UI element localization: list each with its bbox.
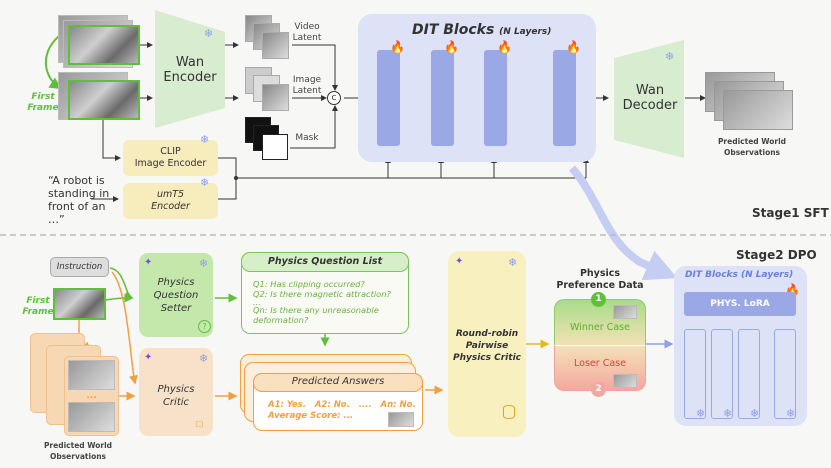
- average-score: Average Score: ...: [268, 411, 354, 421]
- answers-thumbnail: [388, 412, 414, 427]
- winner-thumbnail: [613, 305, 637, 319]
- checklist-icon: ☐: [196, 420, 204, 429]
- dit-subtitle-text: (N Layers): [499, 27, 552, 37]
- dit-block-1: [377, 50, 400, 146]
- frozen-dit-layer-n: [774, 329, 796, 419]
- dit-block-n: [553, 50, 576, 146]
- stage2-first-frame: [53, 288, 106, 320]
- physics-critic-label: Physics Critic: [157, 384, 195, 408]
- clip-image-encoder: CLIP Image Encoder: [123, 140, 218, 176]
- preference-data-title: Physics Preference Data: [556, 268, 644, 291]
- question-item: Q2: Is there magnetic attraction?: [253, 288, 391, 299]
- stage1-label: Stage1 SFT: [752, 206, 829, 220]
- stage2-label: Stage2 DPO: [736, 248, 817, 262]
- winner-rank-badge: 1: [591, 292, 606, 307]
- dit-block-3: [484, 50, 507, 146]
- predicted-frame-3: [723, 90, 793, 130]
- wan-decoder-shape: [614, 40, 684, 158]
- obs-frame-top: [68, 360, 115, 390]
- question-item: Q1: Has clipping occurred?: [253, 279, 365, 289]
- stage2-first-frame-label: First Frame: [22, 296, 54, 317]
- umt5-encoder: umT5 Encoder: [123, 183, 218, 219]
- wan-encoder-shape: [155, 10, 225, 128]
- predicted-answers-title: Predicted Answers: [253, 373, 423, 392]
- obs-ellipsis: ...: [86, 391, 97, 401]
- loser-rank-badge: 2: [591, 382, 606, 397]
- frozen-dit-layer-1: [684, 329, 706, 419]
- frozen-snowflake-icon: ❄: [665, 50, 675, 63]
- trainable-flame-icon: 🔥: [566, 40, 581, 54]
- dit-title-text: DIT Blocks: [412, 22, 495, 38]
- phys-lora-block: PHYS. LoRA: [684, 292, 796, 316]
- question-item: Qn: Is there any unreasonable deformatio…: [253, 305, 379, 325]
- loser-thumbnail: [613, 374, 637, 388]
- image-latent-label: Image Latent: [292, 75, 322, 96]
- trainable-flame-icon: 🔥: [390, 40, 405, 54]
- question-mark-icon: ?: [198, 320, 211, 333]
- frozen-dit-layer-2: [711, 329, 733, 419]
- wan-encoder-label: Wan Encoder: [163, 55, 217, 85]
- frozen-snowflake-icon: ❄: [696, 407, 706, 420]
- video-latent-label: Video Latent: [292, 22, 322, 43]
- stage2-predicted-obs-label: Predicted World Observations: [43, 441, 113, 461]
- mask-3: [262, 134, 288, 160]
- frozen-snowflake-icon: ❄: [200, 176, 210, 189]
- model-logo-icon: ✦: [144, 257, 153, 268]
- database-icon: [503, 405, 515, 419]
- video-latent-3: [262, 32, 289, 59]
- frozen-snowflake-icon: ❄: [723, 407, 733, 420]
- model-logo-icon: ✦: [144, 352, 153, 363]
- loser-case-label: Loser Case: [574, 358, 626, 369]
- frozen-snowflake-icon: ❄: [199, 352, 209, 365]
- question-setter-label: Physics Question Setter: [153, 277, 199, 314]
- first-frame-label: First Frame: [27, 92, 59, 113]
- model-logo-icon: ✦: [455, 256, 464, 267]
- frozen-snowflake-icon: ❄: [786, 407, 796, 420]
- predicted-world-obs-label: Predicted World Observations: [717, 137, 787, 157]
- dit-blocks-title: DIT Blocks (N Layers): [412, 22, 551, 38]
- first-frame-image: [68, 80, 140, 120]
- frozen-snowflake-icon: ❄: [200, 133, 210, 146]
- predicted-answers-line: A1: Yes. A2: No. .... An: No.: [268, 400, 416, 410]
- instruction-bubble: Instruction: [50, 257, 109, 277]
- frozen-snowflake-icon: ❄: [199, 257, 209, 270]
- frozen-snowflake-icon: ❄: [508, 256, 518, 269]
- image-latent-3: [262, 84, 289, 111]
- round-robin-label: Round-robin Pairwise Physics Critic: [453, 329, 521, 363]
- wan-decoder-label: Wan Decoder: [622, 83, 678, 113]
- concat-operator: c: [327, 91, 341, 105]
- trainable-flame-icon: 🔥: [444, 40, 459, 54]
- dit-block-2: [431, 50, 454, 146]
- frozen-snowflake-icon: ❄: [750, 407, 760, 420]
- video-frame-front: [68, 25, 140, 65]
- question-list-items: Q1: Has clipping occurred? Q2: Is there …: [253, 279, 403, 325]
- obs-frame-bottom: [68, 402, 115, 432]
- mask-label: Mask: [295, 133, 319, 143]
- physics-critic: [139, 348, 213, 436]
- question-item: ...: [253, 297, 261, 307]
- frozen-snowflake-icon: ❄: [204, 27, 214, 40]
- text-prompt: “A robot is standing in front of an …”: [48, 174, 110, 226]
- stage2-dit-title: DIT Blocks (N Layers): [685, 270, 794, 280]
- frozen-dit-layer-3: [738, 329, 760, 419]
- winner-case-label: Winner Case: [570, 322, 630, 333]
- trainable-flame-icon: 🔥: [497, 40, 512, 54]
- question-list-title: Physics Question List: [241, 252, 409, 272]
